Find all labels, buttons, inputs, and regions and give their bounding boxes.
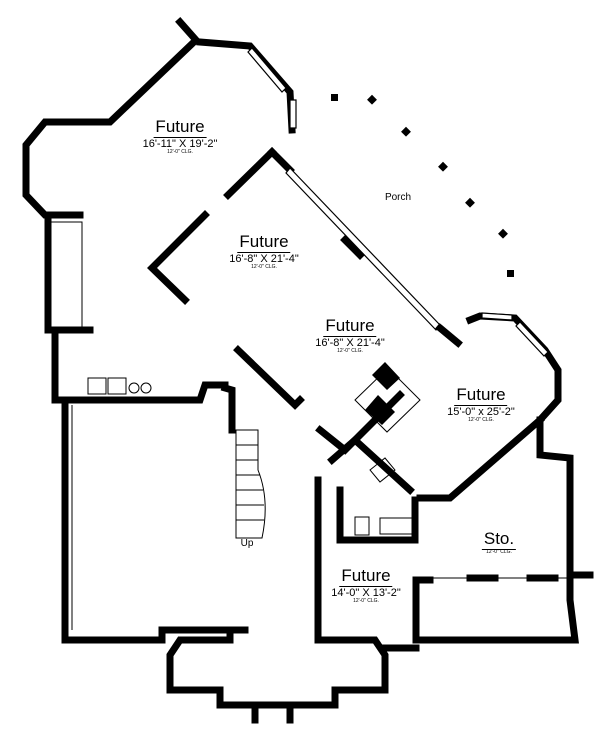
room-label-future-2: Future 16'-8" X 21'-4" 12'-0" CLG. bbox=[229, 232, 299, 270]
room-name: Future bbox=[323, 316, 377, 337]
appliance bbox=[128, 382, 140, 394]
room-dimensions: 16'-8" X 21'-4" bbox=[229, 252, 299, 265]
room-name: Future bbox=[153, 117, 207, 138]
stair-treads bbox=[236, 444, 264, 521]
ceiling-height: 12'-0" CLG. bbox=[167, 148, 193, 155]
ceiling-height: 12'-0" CLG. bbox=[337, 347, 363, 354]
fireplace-hearth bbox=[365, 395, 395, 425]
room-name: Future bbox=[237, 232, 291, 253]
room-label-future-4: Future 15'-0" x 25'-2" 12'-0" CLG. bbox=[447, 385, 515, 423]
appliance bbox=[140, 382, 152, 394]
room-dimensions: 15'-0" x 25'-2" bbox=[447, 405, 515, 418]
wall bbox=[416, 416, 579, 644]
window bbox=[247, 47, 287, 93]
bathtub bbox=[379, 517, 415, 535]
wall bbox=[327, 435, 415, 495]
room-name: Future bbox=[454, 385, 508, 406]
wall bbox=[223, 147, 277, 200]
room-name: Sto. bbox=[481, 529, 517, 550]
ceiling-height: 12'-0" CLG. bbox=[353, 597, 379, 604]
ceiling-height: 12'-0" CLG. bbox=[468, 416, 494, 423]
room-label-future-5: Future 14'-0" X 13'-2" 12'-0" CLG. bbox=[331, 566, 401, 604]
wall bbox=[340, 235, 365, 260]
wall bbox=[314, 476, 339, 644]
wall bbox=[336, 486, 419, 544]
wall bbox=[61, 401, 249, 644]
room-dimensions: 14'-0" X 13'-2" bbox=[331, 586, 401, 599]
ceiling-height: 12'-0" CLG. bbox=[251, 263, 277, 270]
wall bbox=[233, 345, 305, 410]
toilet bbox=[354, 516, 370, 536]
wall bbox=[51, 326, 229, 404]
window bbox=[515, 321, 549, 357]
wall bbox=[435, 323, 463, 348]
porch-posts bbox=[331, 94, 514, 277]
appliance bbox=[107, 377, 127, 395]
wall bbox=[220, 383, 236, 434]
stair bbox=[235, 429, 266, 539]
room-name: Future bbox=[339, 566, 393, 587]
fireplace-hearth bbox=[372, 362, 400, 390]
room-label-storage: Sto. 12'-0" CLG. bbox=[481, 529, 517, 555]
room-dimensions: 16'-8" X 21'-4" bbox=[315, 336, 385, 349]
wall bbox=[147, 210, 210, 305]
window bbox=[289, 99, 297, 129]
wall bbox=[22, 17, 201, 219]
room-dimensions: 16'-11" X 19'-2" bbox=[142, 137, 218, 150]
stair-up-label: Up bbox=[240, 538, 254, 549]
ceiling-height: 12'-0" CLG. bbox=[486, 548, 512, 555]
wall bbox=[166, 626, 389, 709]
room-label-future-1: Future 16'-11" X 19'-2" 12'-0" CLG. bbox=[142, 117, 218, 155]
room-label-future-3: Future 16'-8" X 21'-4" 12'-0" CLG. bbox=[315, 316, 385, 354]
wall bbox=[416, 415, 545, 502]
window bbox=[285, 167, 441, 331]
wall bbox=[267, 147, 295, 175]
closet bbox=[47, 221, 83, 329]
wall bbox=[44, 216, 94, 334]
porch-label: Porch bbox=[384, 192, 412, 203]
appliance bbox=[87, 377, 107, 395]
window bbox=[481, 312, 513, 321]
sink bbox=[369, 457, 396, 483]
